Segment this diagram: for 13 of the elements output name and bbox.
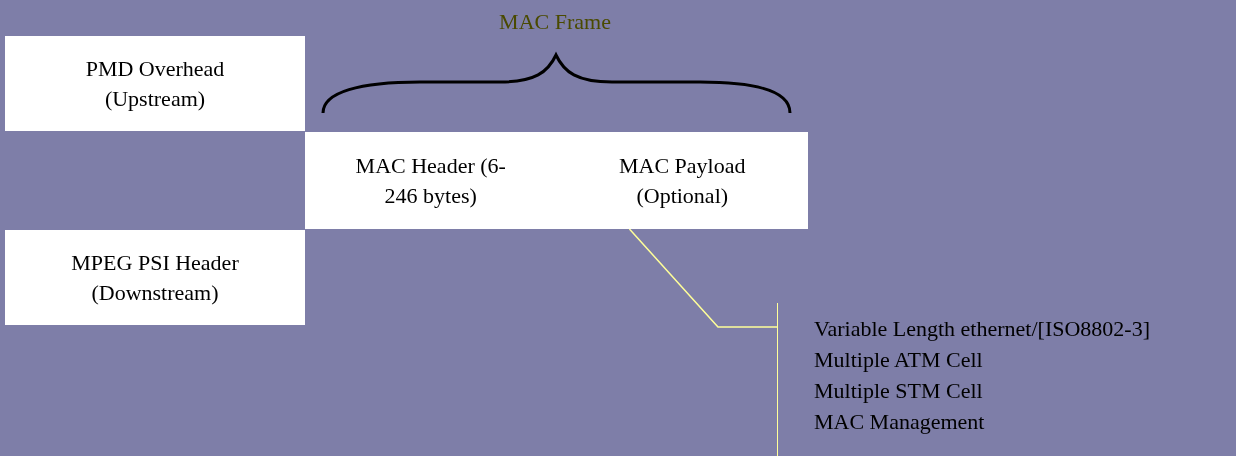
frame-label: MAC Frame <box>498 8 612 36</box>
node-text: Variable Length ethernet/[ISO8802-3] <box>814 315 1150 343</box>
node-text: MPEG PSI Header (Downstream) <box>70 248 240 307</box>
node-text: Multiple ATM Cell <box>814 346 983 374</box>
node-text: MAC Header (6-246 bytes) <box>354 151 507 210</box>
frame-band <box>305 132 808 229</box>
field-box <box>5 36 305 131</box>
node-text: PMD Overhead (Upstream) <box>84 54 226 113</box>
node-text: MAC Payload (Optional) <box>618 151 747 210</box>
node-text: Multiple STM Cell <box>814 377 983 405</box>
leader-line <box>628 228 778 328</box>
node-text: MAC Management <box>814 408 985 436</box>
field-box <box>5 230 305 325</box>
